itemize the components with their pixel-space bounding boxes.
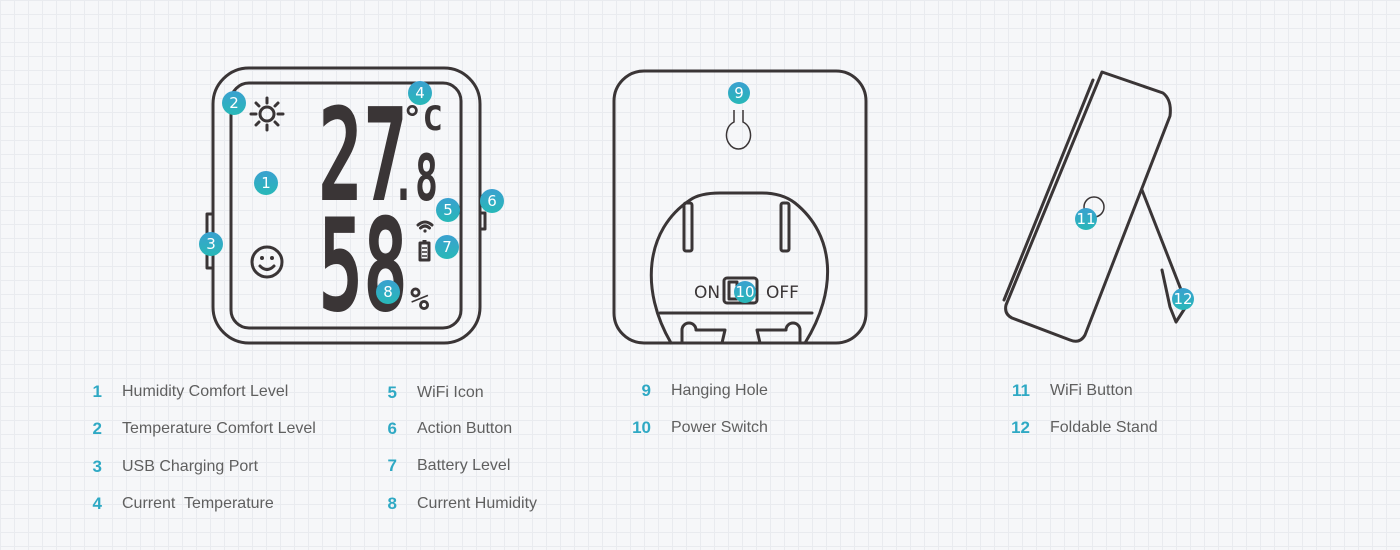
front-view: 27 .8 °C 58 % [205,66,487,345]
legend-item: 7 Battery Level [375,456,511,476]
svg-text:9: 9 [734,84,744,102]
legend-number: 4 [92,494,102,513]
smiley-icon [250,245,284,279]
svg-text:12: 12 [1173,290,1192,308]
legend-item: 10 Power Switch [629,418,768,438]
humidity-digits: 58 [318,192,408,341]
svg-text:1: 1 [261,174,271,192]
callout-9: 9 [728,82,750,104]
legend-label: Foldable Stand [1050,419,1158,436]
svg-text:5: 5 [443,201,453,219]
legend-number: 3 [92,457,102,476]
callout-5: 5 [436,198,460,222]
temperature-decimal: .8 [392,142,438,216]
battery-cover [649,191,830,345]
legend-label: WiFi Button [1050,382,1133,399]
callout-2: 2 [222,91,246,115]
legend-label: Power Switch [671,419,768,436]
svg-text:8: 8 [383,283,393,301]
legend-item: 9 Hanging Hole [629,381,768,401]
svg-text:11: 11 [1076,210,1095,228]
power-switch[interactable] [722,276,759,305]
battery-icon [418,240,431,262]
front-outer-case [211,66,482,345]
sun-icon [249,96,285,132]
legend-number: 10 [632,418,651,437]
action-button [478,211,487,231]
svg-text:4: 4 [415,84,425,102]
legend-label: USB Charging Port [122,458,259,475]
svg-text:7: 7 [442,238,452,256]
legend-item: 3 USB Charging Port [80,457,259,477]
legend-number: 5 [387,383,397,402]
legend-label: Humidity Comfort Level [122,383,289,400]
svg-text:2: 2 [229,94,239,112]
legend-number: 7 [387,456,397,475]
callout-11: 11 [1075,208,1097,230]
legend-number: 8 [387,494,397,513]
legend-number: 6 [387,419,397,438]
legend-item: 2 Temperature Comfort Level [80,419,316,439]
callout-3: 3 [199,232,223,256]
legend-item: 8 Current Humidity [375,494,538,514]
svg-text:10: 10 [735,283,754,301]
legend-label: WiFi Icon [417,384,484,401]
legend-label: Current Temperature [122,495,274,512]
callout-8: 8 [376,280,400,304]
legend-item: 12 Foldable Stand [1008,418,1158,438]
svg-text:6: 6 [487,192,497,210]
legend-item: 11 WiFi Button [1008,381,1133,401]
legend-label: Temperature Comfort Level [122,420,316,437]
lcd-screen [229,81,463,330]
humidity-unit: % [410,280,430,318]
temperature-unit: °C [402,99,443,139]
callout-6: 6 [480,189,504,213]
svg-text:3: 3 [206,235,216,253]
hanging-hole [725,110,752,150]
side-case [1004,70,1172,343]
legend-number: 2 [92,419,102,438]
callout-4: 4 [408,81,432,105]
legend-item: 6 Action Button [375,419,513,439]
legend-label: Current Humidity [417,495,538,512]
legend-item: 4 Current Temperature [80,494,274,514]
legend-number: 9 [641,381,651,400]
switch-off-label: OFF [766,283,799,303]
legend-item: 1 Humidity Comfort Level [80,382,289,402]
legend-number: 1 [92,382,102,401]
side-view [1002,70,1189,343]
callout-1: 1 [254,171,278,195]
callout-7: 7 [435,235,459,259]
temperature-digits: 27 [318,82,408,231]
legend-number: 12 [1011,418,1030,437]
back-case [612,69,868,345]
callout-12: 12 [1172,288,1194,310]
back-view: ON OFF [612,69,868,345]
legend-label: Battery Level [417,457,511,474]
callout-10: 10 [734,281,756,303]
switch-on-label: ON [694,283,720,303]
legend-label: Hanging Hole [671,382,768,399]
wifi-icon [416,220,434,233]
legend-item: 5 WiFi Icon [375,383,484,403]
legend-number: 11 [1012,381,1030,400]
legend-label: Action Button [417,420,513,437]
